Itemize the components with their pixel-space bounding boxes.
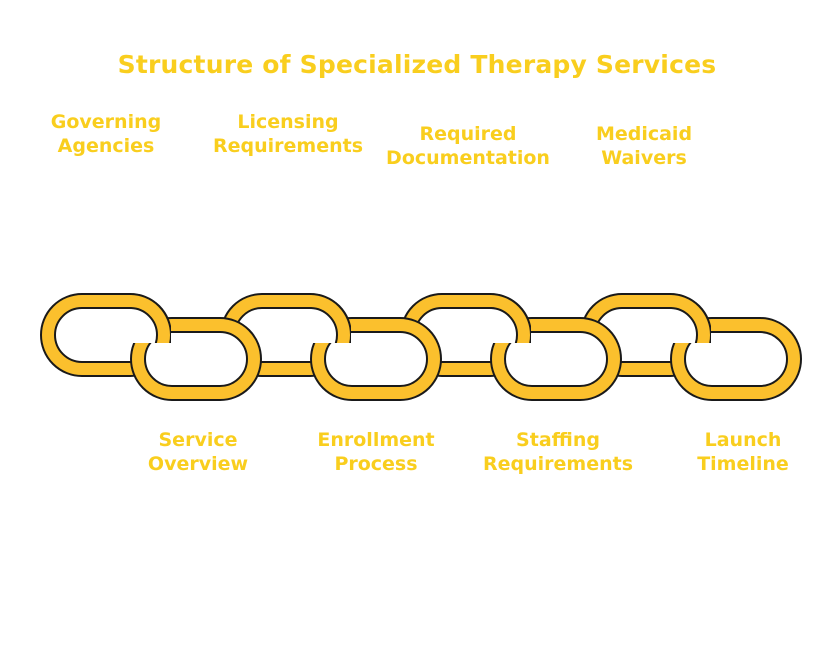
chain-front-layer [130, 294, 802, 401]
chain-link-upper-overlap-1 [131, 294, 171, 343]
chain-link-overlap-1 [131, 294, 171, 343]
label-line: Overview [147, 453, 249, 475]
label-launch-timeline: Launch Timeline [653, 428, 833, 476]
label-line: Service [158, 429, 238, 451]
label-required-documentation: Required Documentation [378, 122, 558, 170]
label-line: Governing [50, 111, 162, 133]
chain-link-overlap-3 [491, 294, 531, 343]
label-line: Requirements [212, 135, 363, 157]
chain-link-upper-overlap-3 [491, 294, 531, 343]
chain-link-upper-overlap-4 [671, 294, 711, 343]
label-line: Staffing [516, 429, 600, 451]
label-service-overview: Service Overview [108, 428, 288, 476]
diagram-title: Structure of Specialized Therapy Service… [117, 50, 717, 79]
chain-link-upper-overlap-2 [311, 294, 351, 343]
label-staffing-requirements: Staffing Requirements [468, 428, 648, 476]
label-line: Agencies [57, 135, 155, 157]
label-line: Launch [704, 429, 782, 451]
label-line: Medicaid [595, 123, 693, 145]
label-medicaid-waivers: Medicaid Waivers [554, 122, 734, 170]
label-line: Licensing [237, 111, 339, 133]
chain-link-overlap-4 [671, 294, 711, 343]
label-line: Enrollment [317, 429, 435, 451]
label-line: Requirements [482, 453, 633, 475]
label-line: Waivers [601, 147, 687, 169]
label-line: Required [419, 123, 517, 145]
chain-link-overlap-2 [311, 294, 351, 343]
label-line: Timeline [697, 453, 789, 475]
label-licensing-requirements: Licensing Requirements [198, 110, 378, 158]
label-governing-agencies: Governing Agencies [16, 110, 196, 158]
label-line: Documentation [386, 147, 550, 169]
label-enrollment-process: Enrollment Process [286, 428, 466, 476]
label-line: Process [334, 453, 418, 475]
